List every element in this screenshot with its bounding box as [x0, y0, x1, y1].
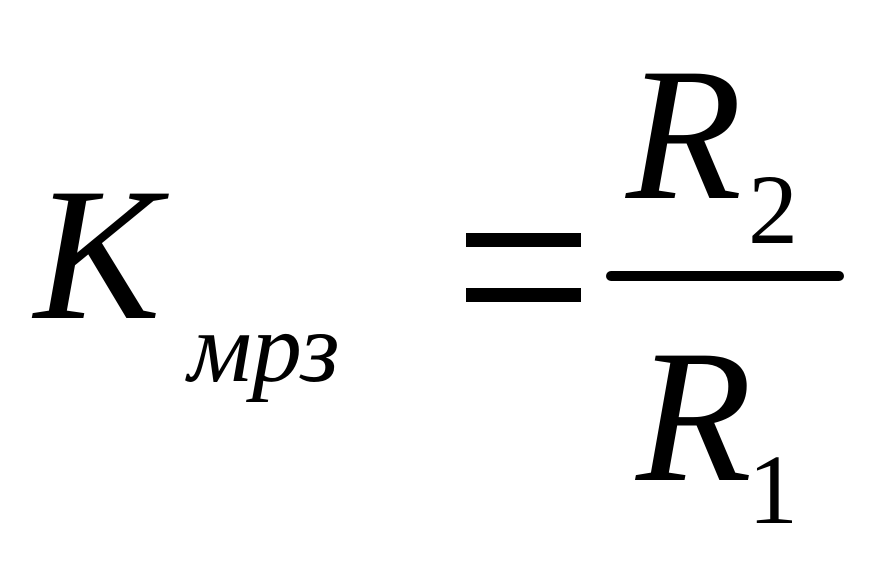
- numerator-symbol: R: [626, 30, 743, 240]
- denominator-symbol: R: [636, 312, 753, 522]
- numerator-subscript: 2: [748, 154, 798, 265]
- fraction-bar: [606, 271, 844, 281]
- equals-top-bar: [466, 233, 581, 247]
- lhs-subscript: мрз: [188, 292, 340, 403]
- equals-bottom-bar: [466, 288, 581, 302]
- lhs-symbol: K: [34, 150, 161, 360]
- denominator-subscript: 1: [748, 434, 798, 545]
